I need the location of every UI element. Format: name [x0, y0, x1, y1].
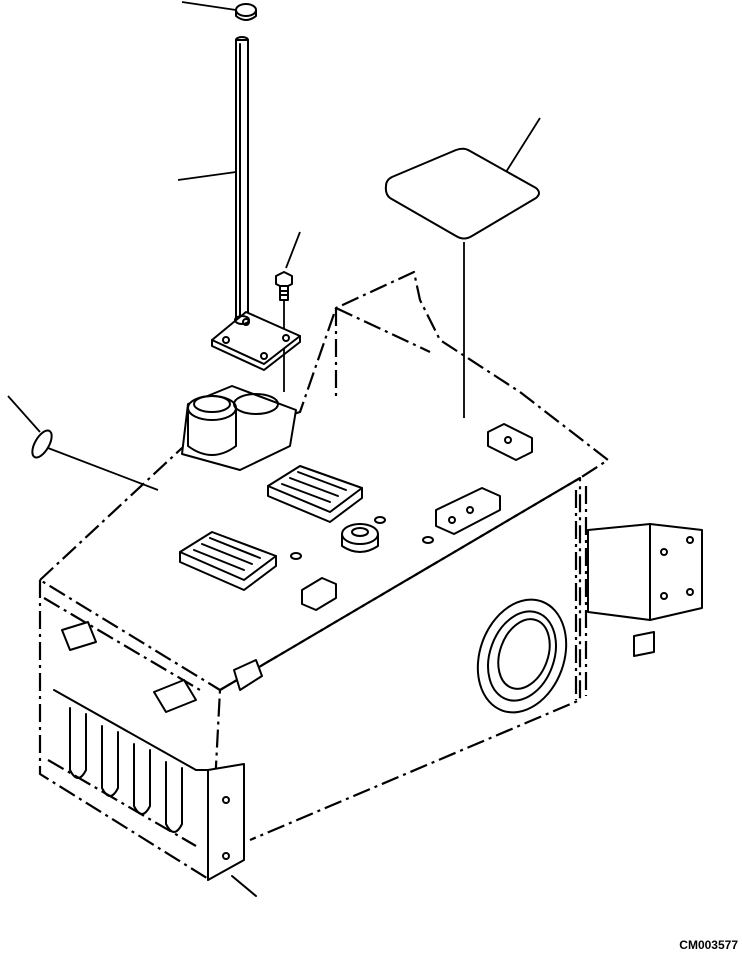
- leader-label-plate: [505, 117, 541, 173]
- leader-pipe: [177, 171, 237, 181]
- label-plate-part: [384, 147, 540, 240]
- leader-cap: [181, 1, 237, 11]
- leader-o-ring-top: [7, 395, 41, 433]
- leader-bolt: [285, 231, 301, 269]
- cap-part: [235, 3, 257, 21]
- drawing-code: CM003577: [679, 938, 738, 952]
- o-ring-part: [31, 429, 53, 459]
- tank-part: [38, 270, 703, 897]
- bolt-part: [275, 271, 293, 301]
- filler-pipe-part: [211, 36, 301, 371]
- leader-o-ring: [47, 447, 159, 491]
- leader-lines: [7, 1, 541, 491]
